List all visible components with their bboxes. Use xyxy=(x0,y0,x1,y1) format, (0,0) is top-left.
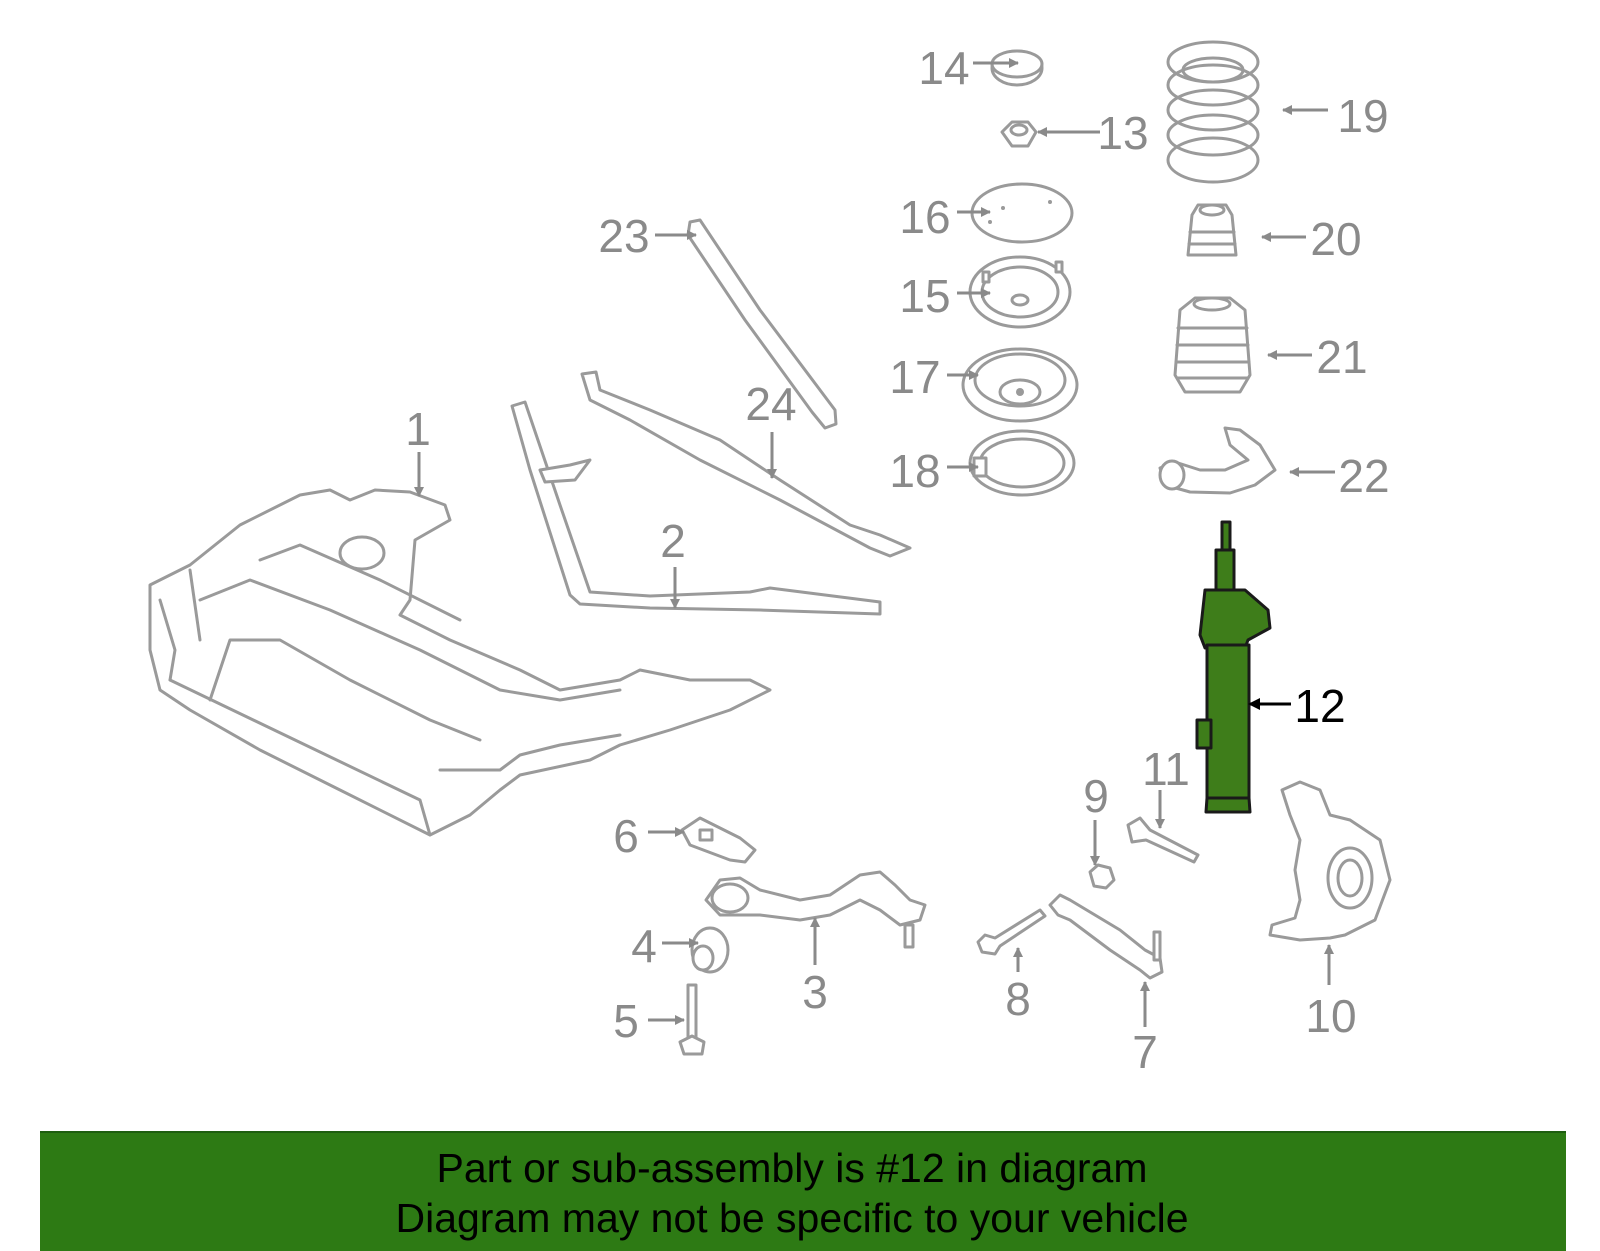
callout-arrows xyxy=(414,58,1335,1027)
callout-20: 20 xyxy=(1310,213,1361,265)
callout-19: 19 xyxy=(1337,90,1388,142)
callout-5: 5 xyxy=(613,995,639,1047)
callout-21: 21 xyxy=(1316,331,1367,383)
part-1-subframe xyxy=(148,488,772,837)
part-23-strut-brace xyxy=(686,218,838,430)
callout-15: 15 xyxy=(899,270,950,322)
callout-8: 8 xyxy=(1005,973,1031,1025)
callout-10: 10 xyxy=(1305,990,1356,1042)
callout-23: 23 xyxy=(598,210,649,262)
info-banner: Part or sub-assembly is #12 in diagram D… xyxy=(40,1131,1566,1251)
callout-6: 6 xyxy=(613,810,639,862)
callout-3: 3 xyxy=(802,966,828,1018)
callout-14: 14 xyxy=(918,42,969,94)
part-20-bump-stop xyxy=(1186,203,1238,257)
part-24-brace xyxy=(580,370,912,558)
callout-labels: 1 2 3 4 5 6 7 8 9 10 11 12 13 14 15 16 1… xyxy=(405,42,1389,1078)
callout-11: 11 xyxy=(1142,743,1190,795)
part-19-coil-spring xyxy=(1166,40,1260,184)
callout-2: 2 xyxy=(660,515,686,567)
part-8-bolt xyxy=(976,908,1047,956)
part-5-bolt xyxy=(678,983,706,1056)
callout-13: 13 xyxy=(1097,107,1148,159)
callout-7: 7 xyxy=(1132,1026,1158,1078)
banner-line-part-reference: Part or sub-assembly is #12 in diagram xyxy=(436,1145,1148,1191)
callout-12: 12 xyxy=(1294,680,1345,732)
part-2-reinforcement-bar xyxy=(510,400,882,616)
exploded-parts-diagram: 1 2 3 4 5 6 7 8 9 10 11 12 13 14 15 16 1… xyxy=(148,40,1392,1078)
part-12-strut-highlighted xyxy=(1195,520,1272,814)
part-11-bolt xyxy=(1126,816,1200,864)
callout-17: 17 xyxy=(889,351,940,403)
part-22-spring-pad xyxy=(1158,426,1277,495)
part-13-nut xyxy=(1000,120,1038,148)
callout-16: 16 xyxy=(899,191,950,243)
part-21-dust-boot xyxy=(1173,296,1252,394)
banner-line-disclaimer: Diagram may not be specific to your vehi… xyxy=(395,1195,1189,1241)
callout-22: 22 xyxy=(1338,450,1389,502)
callout-4: 4 xyxy=(631,920,657,972)
callout-24: 24 xyxy=(745,378,796,430)
part-6-bracket xyxy=(680,816,757,864)
part-7-control-arm xyxy=(1048,893,1164,980)
callout-9: 9 xyxy=(1083,770,1109,822)
part-3-control-arm xyxy=(704,870,927,949)
callout-1: 1 xyxy=(405,403,431,455)
part-17-spring-seat xyxy=(961,347,1079,423)
callout-18: 18 xyxy=(889,445,940,497)
part-4-bushing xyxy=(690,926,730,974)
part-9-nut xyxy=(1088,863,1116,890)
part-14-cap xyxy=(990,49,1044,87)
part-10-knuckle xyxy=(1268,780,1392,942)
part-18-isolator xyxy=(968,429,1076,497)
